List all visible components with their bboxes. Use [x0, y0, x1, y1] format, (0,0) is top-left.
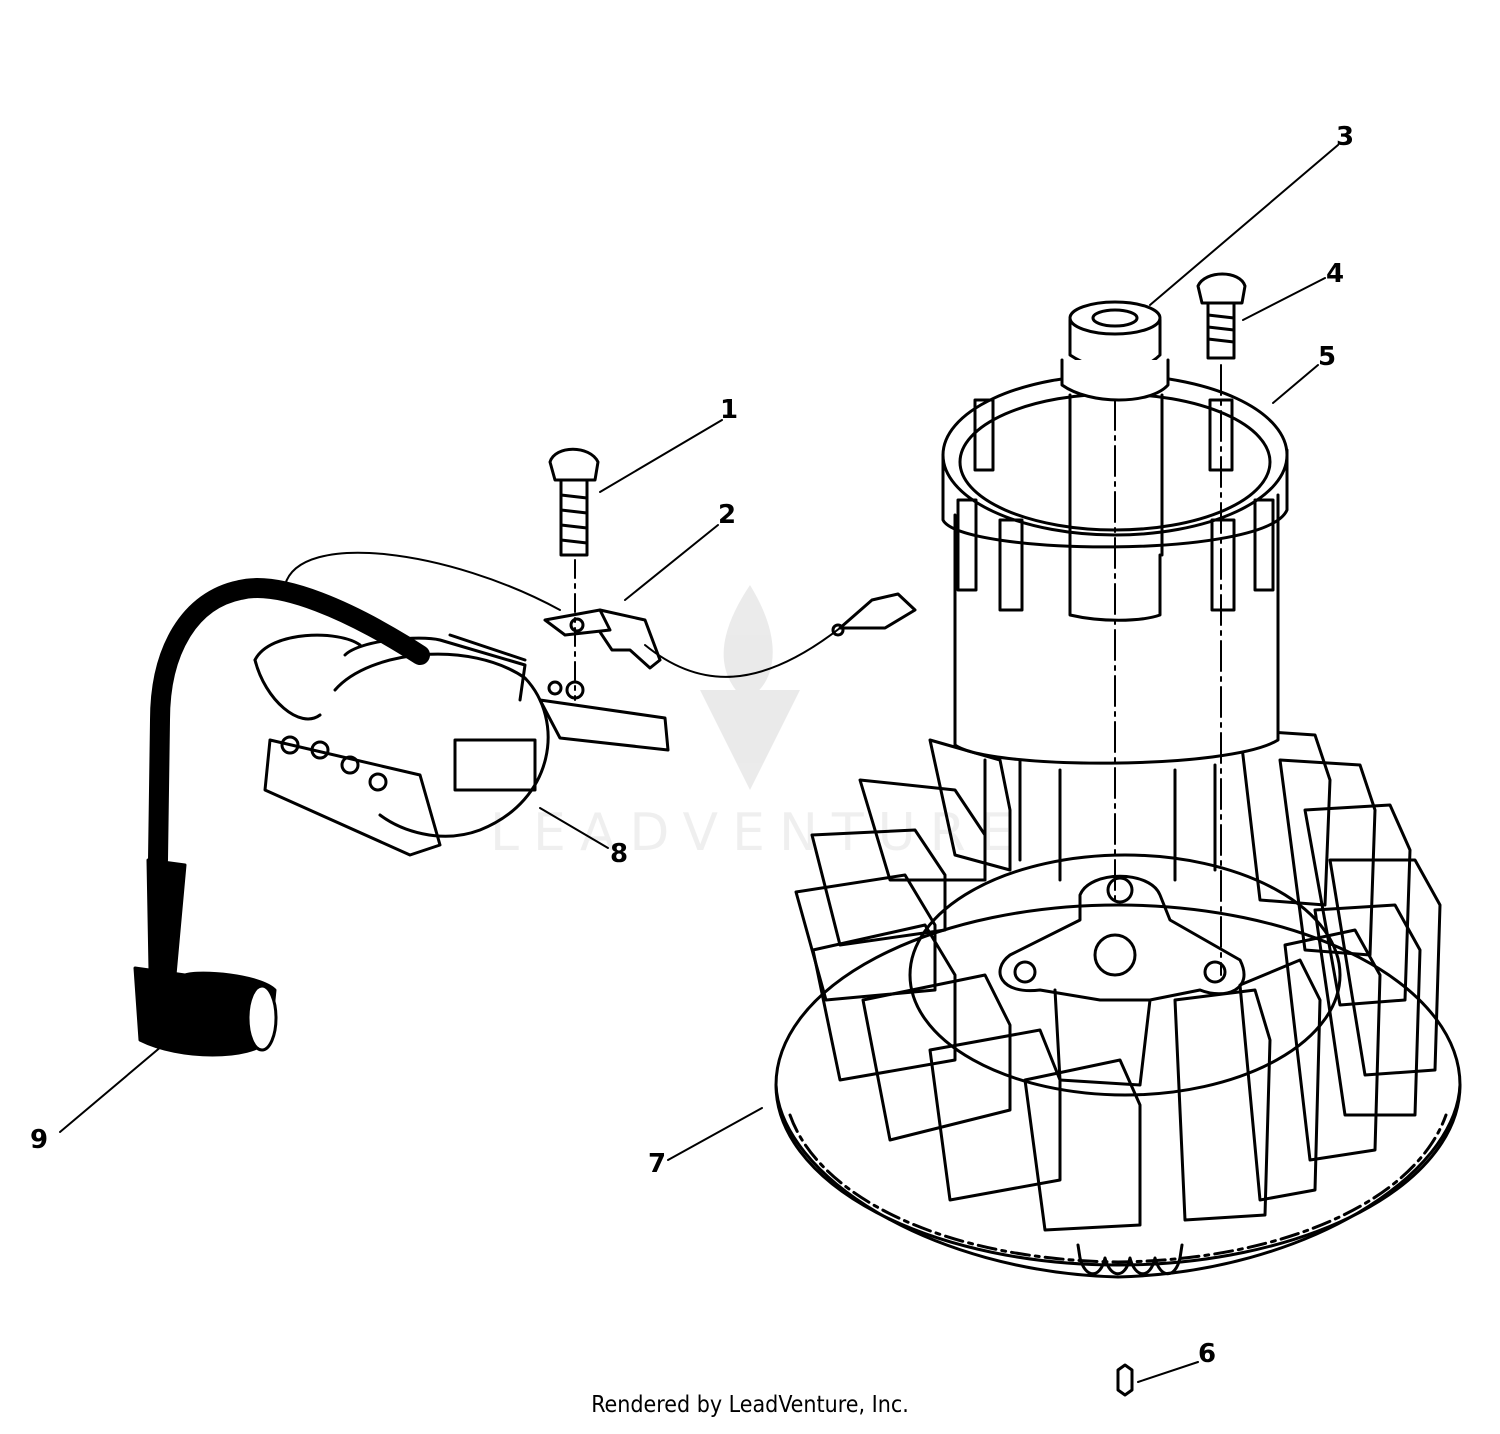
spark-plug-boot	[133, 578, 430, 1057]
watermark-logo-icon	[700, 585, 800, 790]
flywheel	[774, 728, 1462, 1279]
leader-lines	[59, 144, 1339, 1383]
callout-9: 9	[30, 1125, 48, 1155]
callout-4: 4	[1326, 259, 1344, 289]
ground-wire	[284, 551, 917, 678]
screen-bolt	[1196, 272, 1247, 976]
ground-bracket	[543, 608, 662, 670]
render-credit: Rendered by LeadVenture, Inc.	[591, 1392, 909, 1418]
callout-5: 5	[1318, 342, 1336, 372]
watermark-text: LEADVENTURE	[490, 803, 1027, 863]
callout-2: 2	[718, 500, 736, 530]
callout-3: 3	[1336, 122, 1354, 152]
callout-6: 6	[1198, 1339, 1216, 1369]
callout-1: 1	[720, 395, 738, 425]
callout-8: 8	[610, 839, 628, 869]
callout-7: 7	[648, 1149, 666, 1179]
coil-bolt	[548, 447, 600, 701]
flywheel-key	[1116, 1363, 1134, 1397]
flywheel-nut	[1060, 300, 1170, 901]
